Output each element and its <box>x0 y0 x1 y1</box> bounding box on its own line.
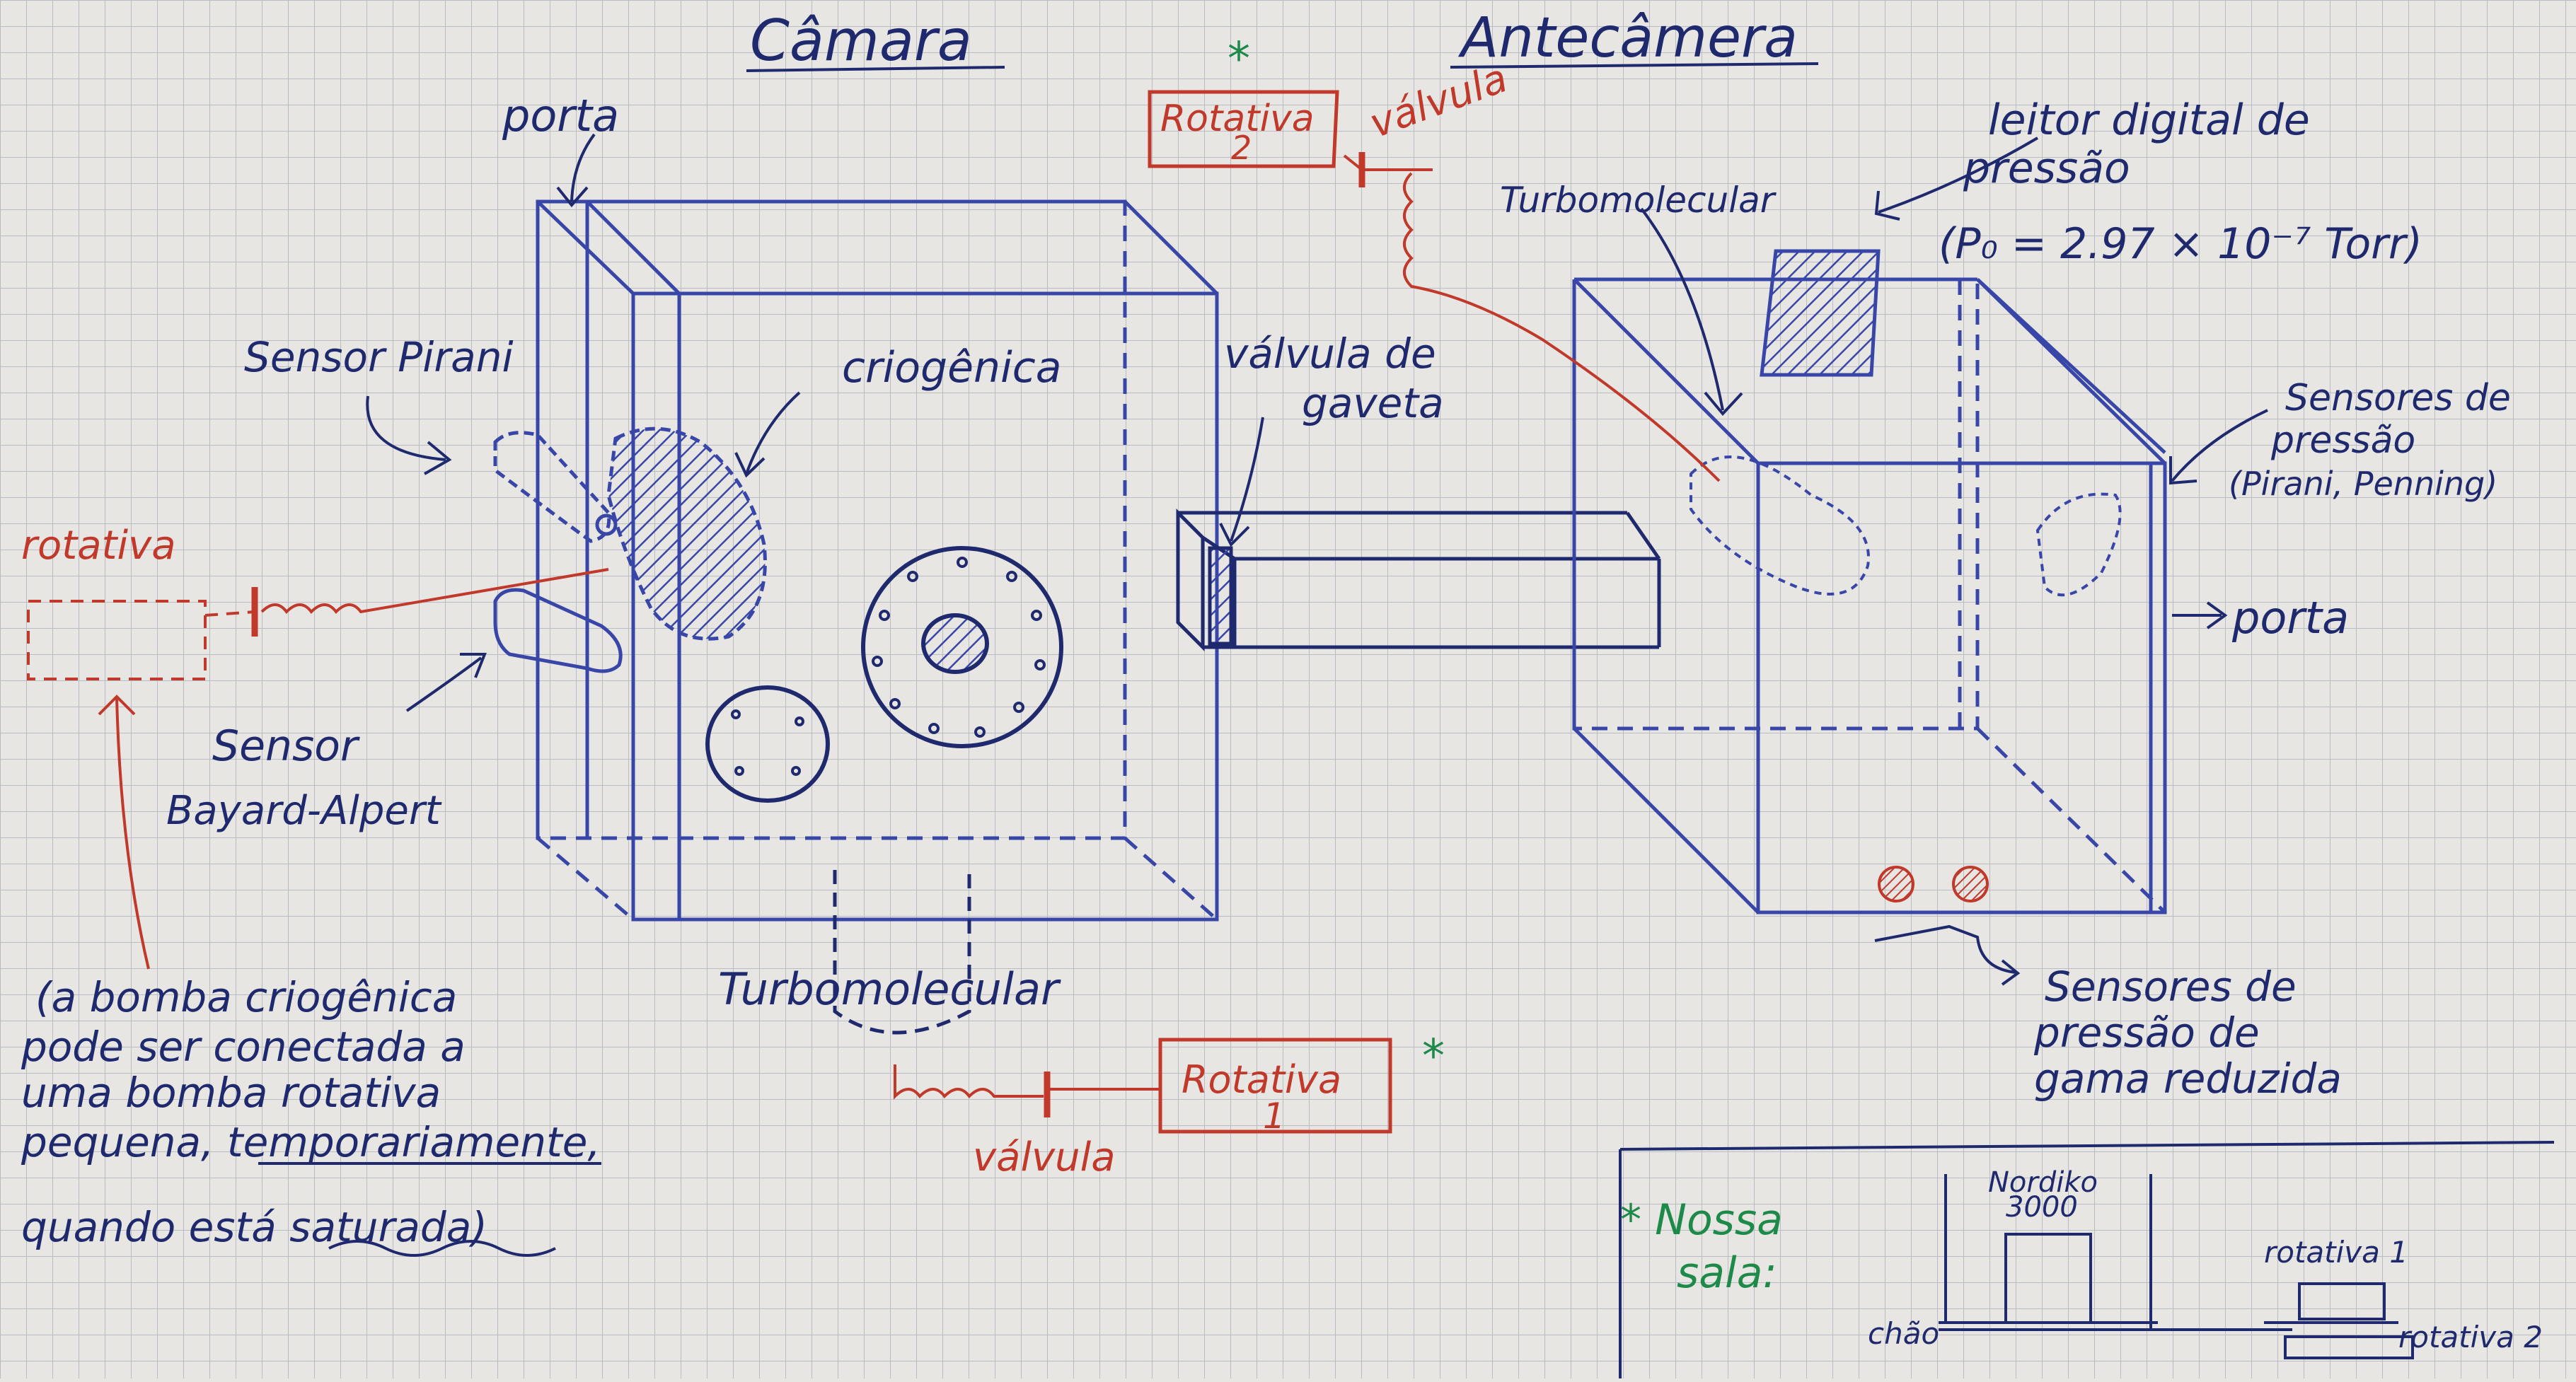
note-line-1: (a bomba criogênica <box>35 973 457 1021</box>
rotary-2-label-b: 2 <box>1231 129 1252 167</box>
note-line-4: pequena, temporariamente, <box>21 1118 601 1166</box>
top-star: * <box>1228 33 1250 86</box>
inset-title-2: sala: <box>1677 1248 1777 1298</box>
camera-turbo-label: Turbomolecular <box>718 963 1061 1015</box>
note-line-3: uma bomba rotativa <box>21 1069 441 1117</box>
reduced-sensors-label-3: gama reduzida <box>2034 1055 2342 1103</box>
rotary-1-label-a: Rotativa <box>1182 1057 1341 1102</box>
cryogenic-label: criogênica <box>842 343 1062 393</box>
left-rotary-label: rotativa <box>21 523 176 569</box>
gate-valve-label-1: válvula de <box>1224 330 1436 378</box>
inset-floor-label: chão <box>1868 1316 1939 1351</box>
inset-title-1: * Nossa <box>1620 1195 1783 1245</box>
bayard-alpert-label-1: Sensor <box>212 721 360 771</box>
gate-valve-label-2: gaveta <box>1302 379 1444 427</box>
pressure-sensors-label-3: (Pirani, Penning) <box>2229 465 2497 503</box>
antechamber-turbo-label: Turbomolecular <box>1500 180 1777 221</box>
antechamber-heading: Antecâmera <box>1457 6 1798 70</box>
inset-rotary-1-label: rotativa 1 <box>2264 1235 2408 1270</box>
pressure-sensors-label-1: Sensores de <box>2285 377 2511 419</box>
bottom-star: * <box>1422 1030 1445 1083</box>
note-line-5: quando está saturada) <box>21 1203 487 1251</box>
note-line-2: pode ser conectada a <box>21 1023 466 1071</box>
inset-machine-label-2: 3000 <box>2006 1191 2078 1224</box>
bottom-valve-label: válvula <box>973 1134 1116 1180</box>
reader-label-3: (P₀ = 2.97 × 10⁻⁷ Torr) <box>1939 219 2422 269</box>
bayard-alpert-label-2: Bayard-Alpert <box>166 788 442 834</box>
antechamber-door-label: porta <box>2231 592 2349 644</box>
reader-label-1: leitor digital de <box>1988 95 2310 145</box>
pressure-sensors-label-2: pressão <box>2270 419 2415 462</box>
rotary-1-label-b: 1 <box>1263 1096 1286 1137</box>
camera-door-label: porta <box>502 90 619 141</box>
pirani-sensor-label: Sensor Pirani <box>244 333 514 381</box>
reader-label-2: pressão <box>1963 144 2130 193</box>
digital-pressure-reader <box>1762 251 1878 375</box>
inset-rotary-2-label: rotativa 2 <box>2398 1320 2543 1354</box>
camera-heading: Câmara <box>750 8 972 74</box>
reduced-sensors-label-1: Sensores de <box>2045 963 2297 1011</box>
reduced-sensors-label-2: pressão de <box>2033 1009 2260 1057</box>
